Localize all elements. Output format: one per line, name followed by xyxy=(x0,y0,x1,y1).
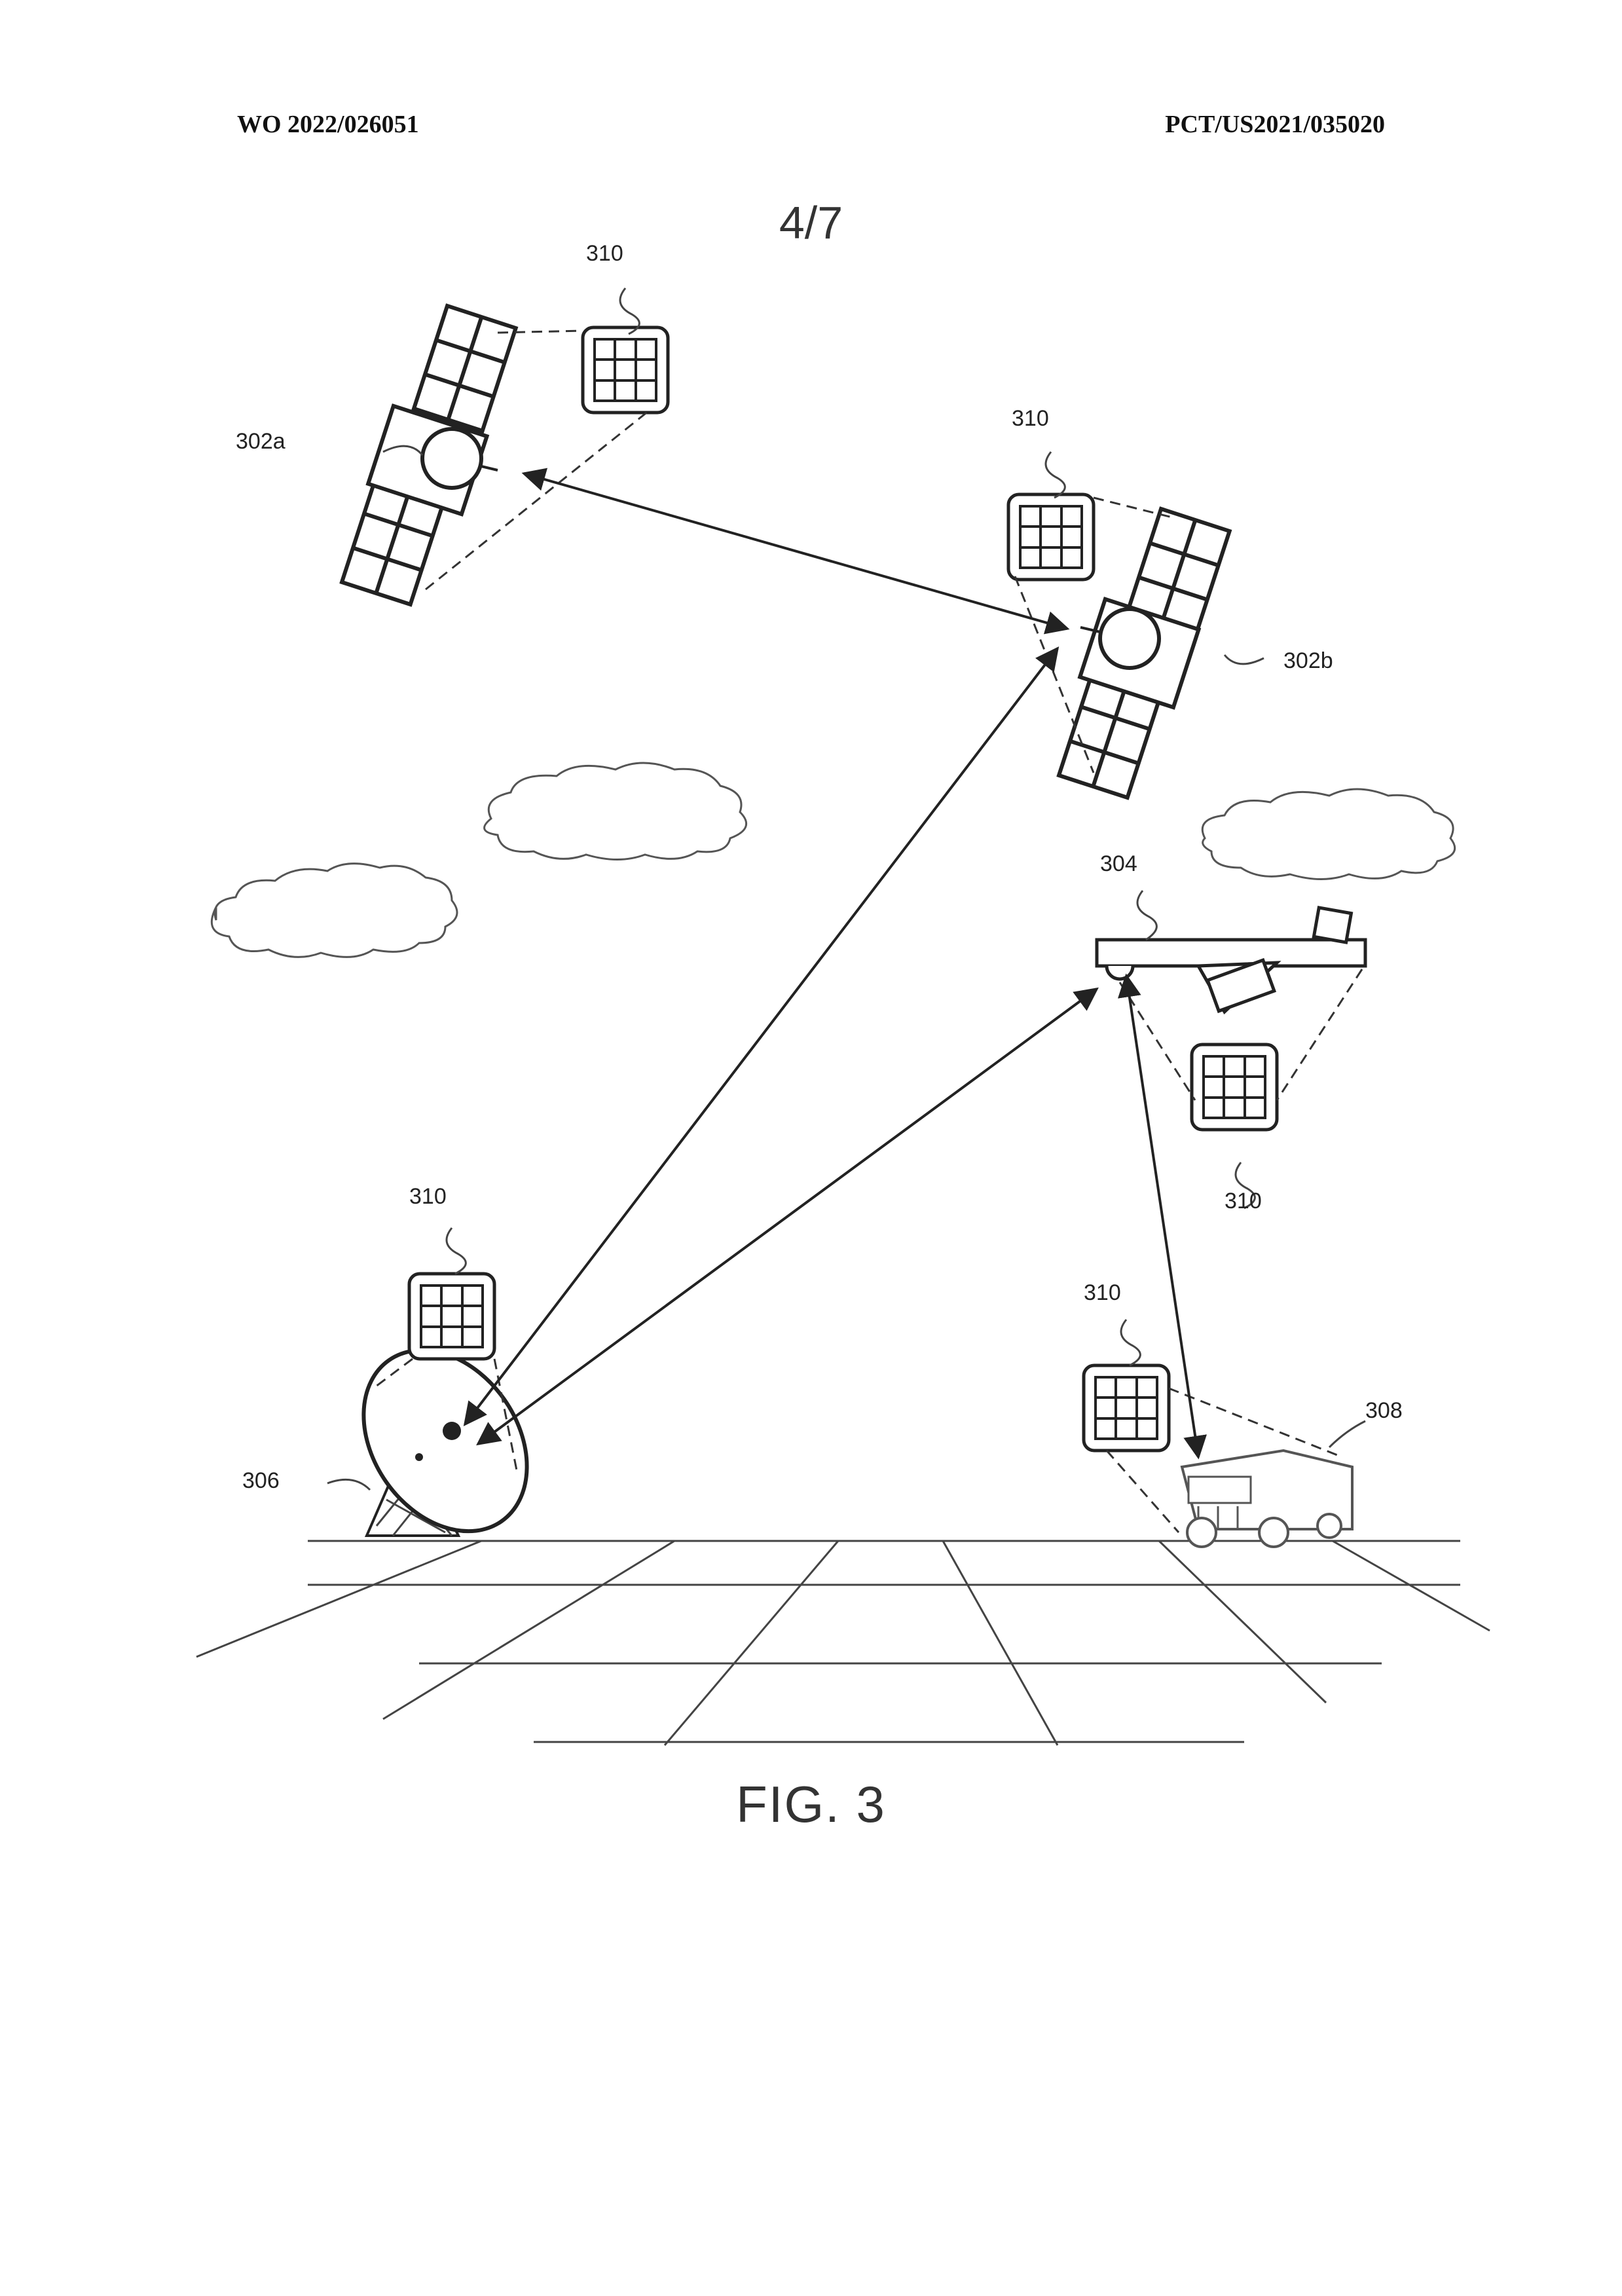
label-308: 308 xyxy=(1365,1398,1403,1423)
satellite-302b-icon xyxy=(1059,509,1230,798)
label-310-vehicle: 310 xyxy=(1084,1280,1121,1305)
leader-lines xyxy=(327,287,1366,1491)
vehicle-308-icon xyxy=(1180,1449,1354,1548)
ground-grid xyxy=(196,1540,1490,1746)
module-aircraft-304-icon xyxy=(1192,1045,1277,1130)
application-number: PCT/US2021/035020 xyxy=(1165,111,1385,138)
publication-number: WO 2022/026051 xyxy=(237,111,419,138)
label-310-ground-station: 310 xyxy=(409,1184,447,1209)
label-310-satellite-b: 310 xyxy=(1012,406,1049,431)
label-306: 306 xyxy=(242,1468,280,1493)
label-302b: 302b xyxy=(1283,648,1333,673)
cloud-right xyxy=(1201,788,1456,880)
sheet-number: 4/7 xyxy=(779,197,843,248)
label-302a: 302a xyxy=(236,429,286,454)
label-310-aircraft: 310 xyxy=(1225,1189,1262,1213)
aircraft-304-icon xyxy=(1095,906,1367,1014)
cloud-left xyxy=(210,862,458,958)
module-satellite-302a-icon xyxy=(583,327,668,413)
figure-caption: FIG. 3 xyxy=(736,1775,886,1833)
module-ground-station-306-icon xyxy=(409,1274,494,1359)
satellite-302a-icon xyxy=(342,306,516,604)
communication-links xyxy=(463,468,1207,1460)
module-satellite-302b-icon xyxy=(1008,494,1094,580)
module-vehicle-308-icon xyxy=(1084,1365,1169,1451)
label-304: 304 xyxy=(1100,851,1137,876)
label-310-satellite-a: 310 xyxy=(586,241,623,266)
cloud-center xyxy=(483,762,747,861)
